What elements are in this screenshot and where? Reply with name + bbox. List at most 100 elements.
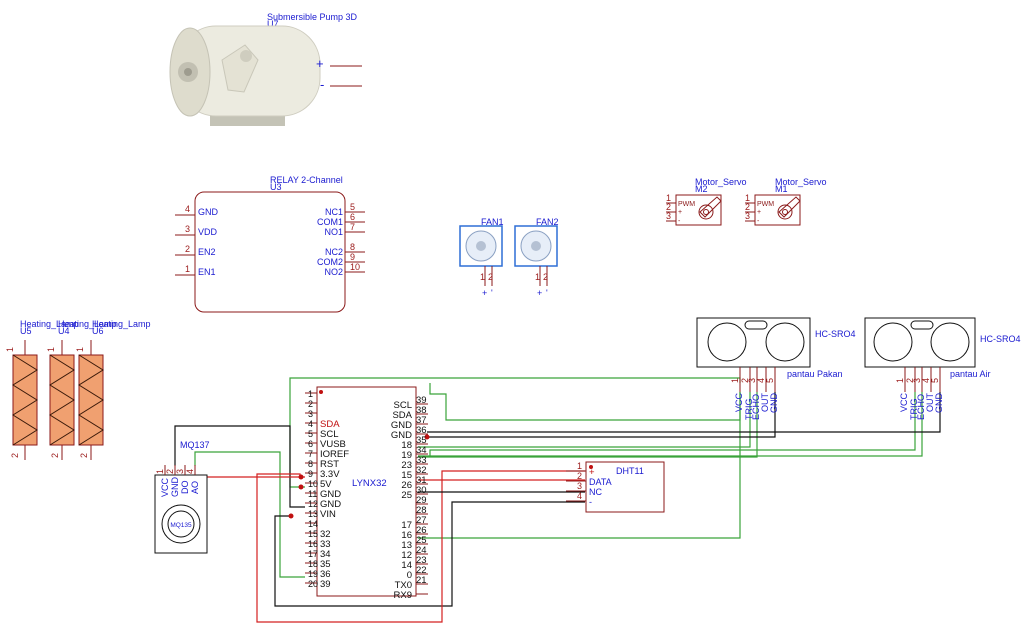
pump-component[interactable]: Submersible Pump 3D U7 + -: [169, 12, 362, 126]
lynx-pin-num: 35: [416, 435, 427, 446]
lynx-pin-label: 34: [320, 549, 331, 560]
svg-text:3: 3: [745, 211, 750, 221]
lynx-pin-num: 22: [416, 565, 427, 576]
lynx-pin-label: IOREF: [320, 449, 349, 460]
fan-pol: +: [537, 288, 542, 298]
wire-red-2: [256, 470, 585, 623]
servo-m1-component[interactable]: Motor_Servo M1 1 2 3 PWM + -: [745, 177, 827, 226]
lynx-pin-label: 16: [401, 530, 412, 541]
lynx-pin-label: GND: [320, 489, 341, 500]
svg-text:GND: GND: [934, 393, 944, 414]
svg-text:VCC: VCC: [899, 392, 909, 412]
lynx-pin-num: 19: [308, 569, 318, 579]
svg-text:1: 1: [5, 347, 15, 352]
relay-pin-label: NC1: [325, 207, 343, 217]
svg-text:VCC: VCC: [734, 392, 744, 412]
heating-lamps: Heating_Lamp U5 Heating_Lamp U4 Heating_…: [20, 319, 151, 336]
pump-pin-plus: +: [316, 56, 324, 71]
lynx-pin-num: 16: [308, 539, 318, 549]
hcsr04-pakan[interactable]: HC-SRO4 pantau Pakan 1 2 3 4 5 VCC TRIG …: [696, 317, 856, 421]
lynx-pin-num: 39: [416, 395, 427, 406]
junction-dot: [298, 484, 304, 490]
svg-text:4: 4: [577, 491, 582, 501]
ultrasonic-title: HC-SRO4: [980, 334, 1021, 344]
servo-title: Motor_Servo: [695, 177, 747, 187]
wires: [174, 377, 941, 623]
junctions: [288, 434, 430, 519]
lynx-pin-label: 15: [401, 470, 412, 481]
svg-text:1: 1: [155, 469, 165, 474]
relay-left-pins: 4 3 2 1 GND VDD EN2 EN1: [175, 204, 219, 277]
svg-text:1: 1: [895, 378, 905, 383]
lamp-u6[interactable]: 1 2: [75, 340, 104, 460]
svg-text:TRIG: TRIG: [744, 399, 754, 421]
wire-black-3: [174, 425, 305, 508]
svg-text:NC: NC: [589, 487, 602, 497]
relay-pin-label: GND: [198, 207, 219, 217]
lynx-pin-num: 33: [416, 455, 427, 466]
svg-text:2: 2: [745, 202, 750, 212]
dht11-body: [585, 461, 665, 513]
lynx-pin-label: SCL: [320, 429, 338, 440]
relay-component[interactable]: RELAY 2-Channel U3 4 3 2 1 GND VDD EN2 E…: [175, 175, 365, 313]
lynx32-title: LYNX32: [352, 478, 387, 489]
lamp-title: Heating_Lamp: [58, 319, 117, 329]
svg-text:1: 1: [730, 378, 740, 383]
svg-text:1: 1: [75, 347, 85, 352]
dht11-component[interactable]: DHT11 1 2 3 4 + DATA NC -: [566, 461, 665, 513]
lynx-pin-num: 17: [308, 549, 318, 559]
lynx-pin-num: 27: [416, 515, 427, 526]
lynx-pin-num: 25: [416, 535, 427, 546]
ultrasonic-note: pantau Air: [950, 369, 991, 379]
lynx-pin-label: 18: [401, 440, 412, 451]
mq137-pins: 1 2 3 4 VCC GND DO AO: [155, 465, 200, 497]
junction-dot: [298, 474, 304, 480]
lynx-pin-label: 39: [320, 579, 331, 590]
lynx-pin-num: 15: [308, 529, 318, 539]
lynx-pin-num: 34: [416, 445, 427, 456]
fan2-ref: FAN2: [536, 217, 559, 227]
lynx-pin-num: 5: [308, 429, 313, 439]
relay-pin-label: NC2: [325, 247, 343, 257]
lynx-pin-label: 17: [401, 520, 412, 531]
servo-ref: M1: [775, 184, 788, 194]
servo-icon: [698, 196, 722, 220]
relay-pin-num: 3: [185, 224, 190, 234]
servo-body: [675, 194, 722, 226]
lynx-pin-label: GND: [391, 420, 412, 431]
lynx-pin-label: GND: [320, 499, 341, 510]
lamp-ref: U4: [58, 326, 70, 336]
lynx-pin-num: 20: [308, 579, 318, 589]
svg-text:2: 2: [79, 453, 89, 458]
svg-text:3: 3: [577, 481, 582, 491]
lynx-pin-num: 30: [416, 485, 427, 496]
lynx-pin-num: 12: [308, 499, 318, 509]
lynx-pin-num: 4: [308, 419, 313, 429]
junction-dot: [288, 513, 294, 519]
lamp-body: [12, 354, 38, 446]
fan1-component[interactable]: FAN1 1 2 + ': [459, 217, 504, 298]
lamp-u4[interactable]: 1 2: [46, 340, 75, 460]
pump-ref: U7: [267, 19, 279, 29]
lynx-pin-num: 10: [308, 479, 318, 489]
hcsr04-air[interactable]: HC-SRO4 pantau Air 1 2 3 4 5 VCC TRIG EC…: [864, 317, 1021, 420]
svg-text:2: 2: [740, 378, 750, 383]
fan-pol: ': [546, 288, 548, 298]
fan2-component[interactable]: FAN2 1 2 + ': [514, 217, 559, 298]
relay-right-pins: 5 6 7 8 9 10 NC1 COM1 NO1 NC2 COM2 NO2: [317, 202, 365, 277]
relay-pin-num: 4: [185, 204, 190, 214]
svg-text:4: 4: [921, 378, 931, 383]
dht11-pins: 1 2 3 4 + DATA NC -: [566, 461, 612, 507]
relay-pin-num: 2: [185, 244, 190, 254]
lamp-u5[interactable]: 1 2: [5, 340, 38, 460]
lynx-pin-label: TX0: [395, 580, 412, 591]
wire-green-7: [418, 392, 923, 457]
wire-green-2: [429, 383, 741, 421]
junction-dot: [424, 434, 430, 440]
lynx-pin-num: 36: [416, 425, 427, 436]
mq137-component[interactable]: MQ137 1 2 3 4 VCC GND DO AO MQ135: [154, 440, 210, 554]
servo-m2-component[interactable]: Motor_Servo M2 1 2 3 PWM + -: [666, 177, 747, 226]
lynx-pin-num: 23: [416, 555, 427, 566]
